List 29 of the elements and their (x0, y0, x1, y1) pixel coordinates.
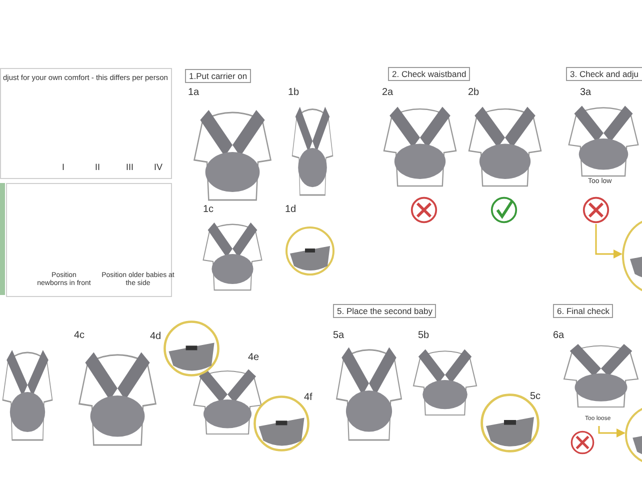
step-number: 2a (382, 88, 394, 98)
step-number: 1d (285, 205, 296, 215)
cross-icon (570, 430, 595, 455)
roman-numeral: I (62, 163, 65, 172)
step-number: 5a (333, 331, 344, 341)
step-number: 1a (188, 88, 200, 98)
step-heading: 6. Final check (553, 304, 614, 318)
step-number: 4e (248, 353, 260, 363)
step-number: 4c (74, 331, 85, 341)
cross-icon (582, 196, 610, 224)
arrow (598, 426, 626, 438)
instruction-panel (0, 68, 172, 179)
step-number: 4f (304, 393, 312, 403)
roman-numeral: IV (154, 163, 163, 172)
step-number: 5b (418, 331, 430, 341)
step-heading: 5. Place the second baby (333, 304, 436, 318)
roman-numeral: II (95, 163, 100, 172)
step-number: 6a (553, 331, 564, 341)
step-heading: 3. Check and adju (566, 67, 642, 81)
roman-numeral: III (126, 163, 134, 172)
arrow (595, 224, 622, 258)
step-heading: 2. Check waistband (388, 67, 470, 81)
step-number: 1b (288, 88, 300, 98)
step-number: 3a (580, 88, 592, 98)
step-heading: 1.Put carrier on (185, 69, 252, 83)
step-number: 5c (530, 392, 541, 402)
step-number: 4d (150, 332, 162, 342)
step-number: 2b (468, 88, 480, 98)
step-number: 1c (203, 205, 214, 215)
